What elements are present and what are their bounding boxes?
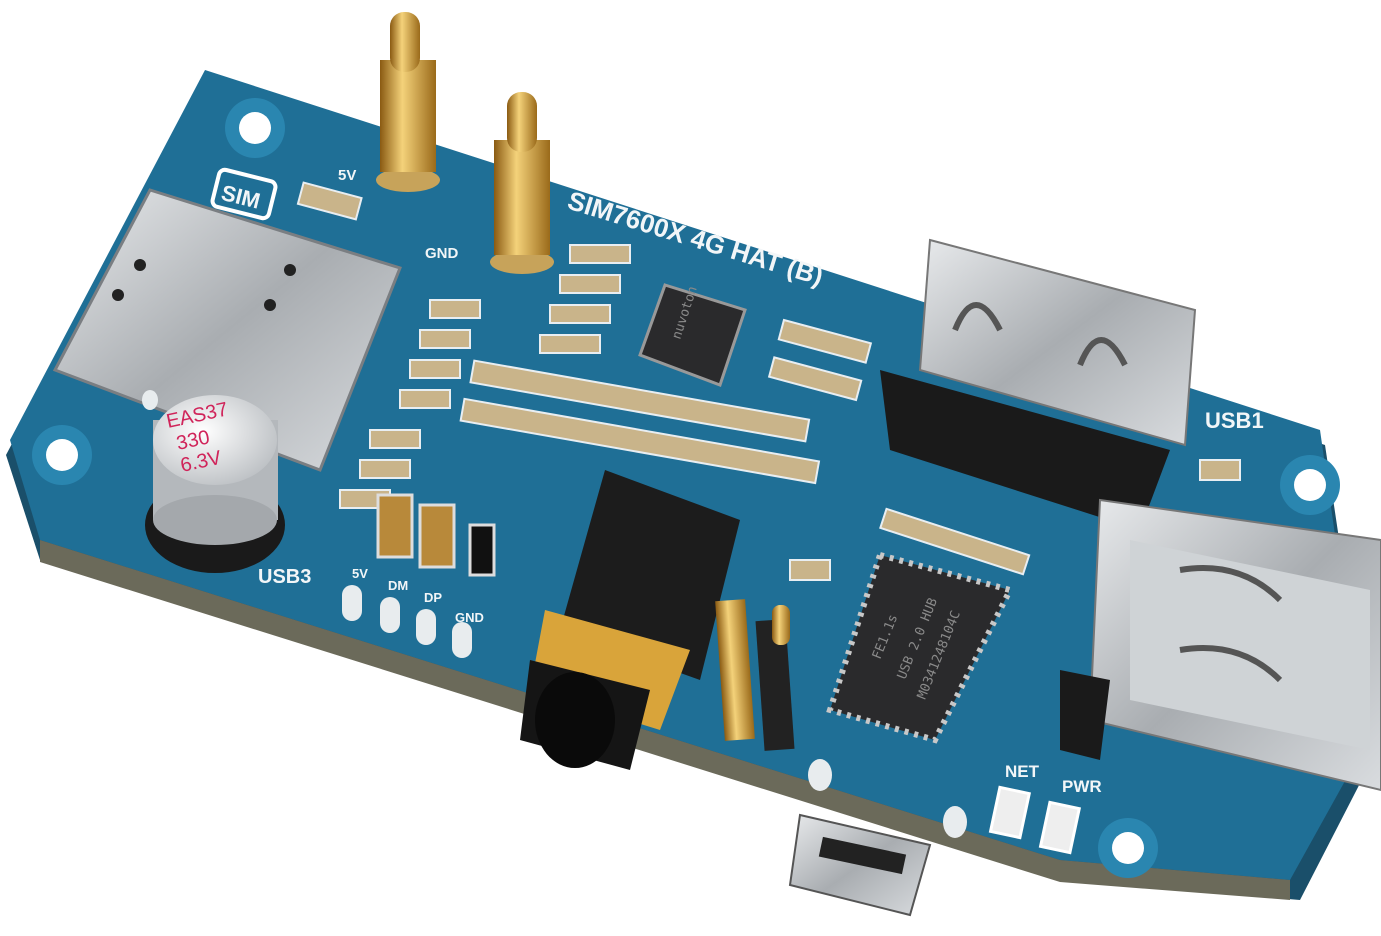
usb-port-1: USB1: [880, 238, 1264, 530]
small-pogo-pins: [715, 599, 795, 751]
usb-port-2: [1060, 498, 1381, 792]
usb3-pads: USB3 5V DM DP GND: [258, 566, 484, 658]
smd-capacitors: [376, 493, 496, 577]
smd-components: [296, 181, 1241, 581]
svg-text:GND: GND: [455, 610, 484, 625]
mounting-holes: [32, 98, 1340, 878]
svg-text:DP: DP: [424, 590, 442, 605]
net-label: NET: [1005, 762, 1040, 781]
pogo-pins: 5V GND: [338, 12, 554, 274]
svg-text:5V: 5V: [352, 566, 368, 581]
svg-text:DM: DM: [388, 578, 408, 593]
codec-chip: nuvoton: [638, 283, 747, 387]
usb1-label: USB1: [1205, 408, 1264, 433]
usb-hub-chip: FE1.1s USB 2.0 HUB M0341248104C: [826, 551, 1015, 744]
pogo-gnd-label: GND: [425, 245, 459, 262]
usb3-label: USB3: [258, 566, 311, 588]
test-pads: [142, 390, 967, 838]
pogo-5v-label: 5V: [338, 167, 356, 184]
electrolytic-capacitor: EAS37 330 6.3V: [145, 395, 285, 573]
micro-usb-port: [788, 813, 932, 917]
status-leds: NET PWR: [988, 762, 1102, 855]
audio-jack: [520, 470, 740, 770]
pwr-label: PWR: [1062, 777, 1102, 796]
sim-card-slot: SIM: [52, 167, 402, 472]
